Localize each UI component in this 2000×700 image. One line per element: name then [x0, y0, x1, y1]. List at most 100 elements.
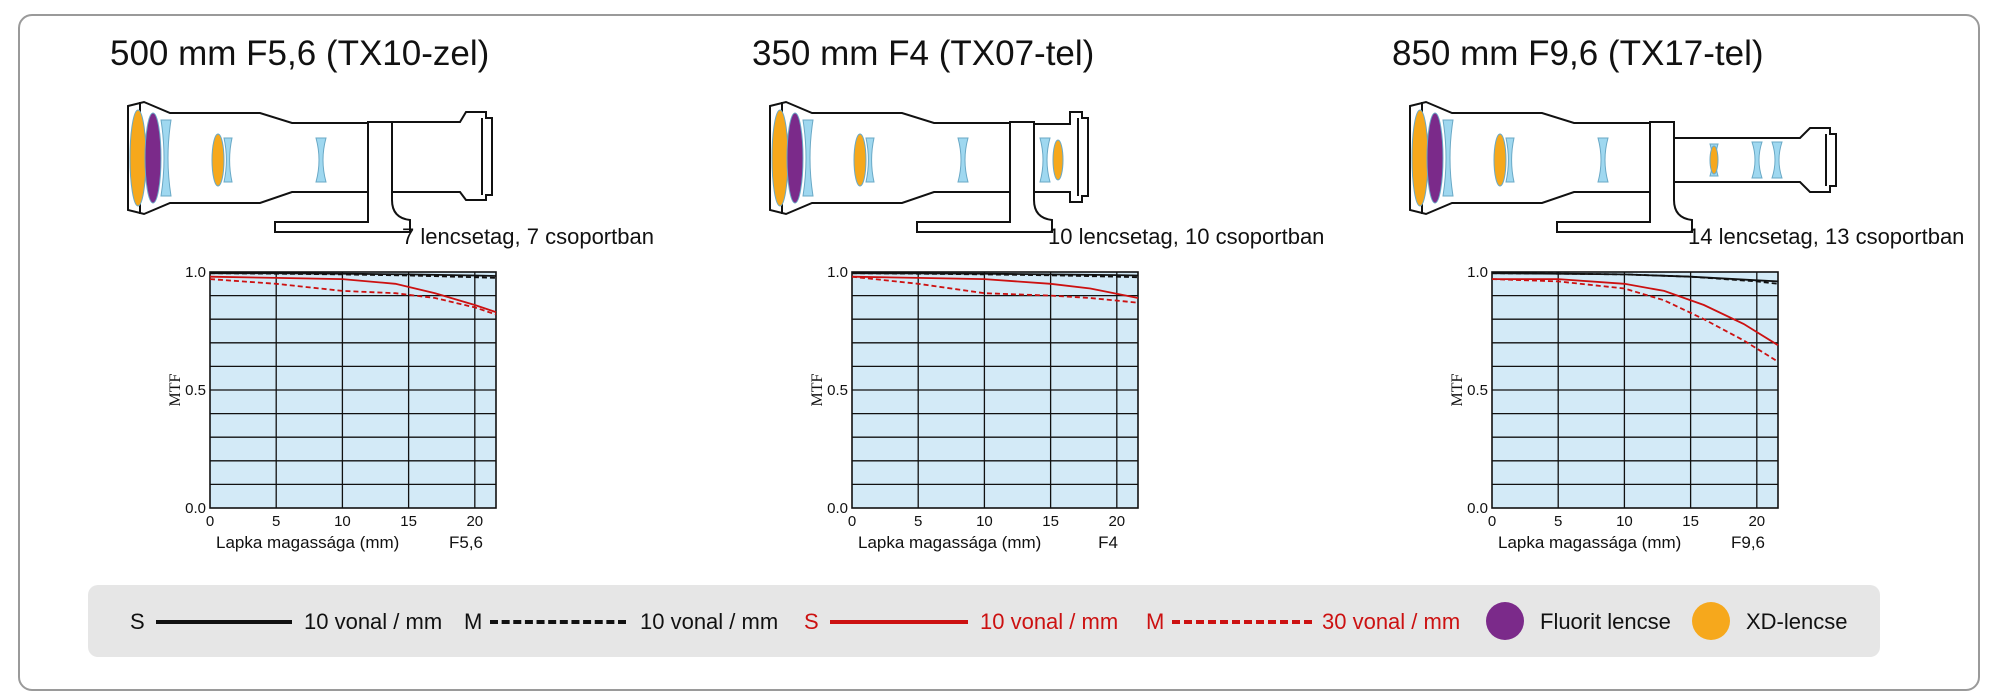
xd-lens-element	[1709, 145, 1719, 175]
x-tick-label: 10	[976, 513, 993, 530]
lens-diagram	[769, 100, 1089, 233]
x-tick-label: 20	[1748, 513, 1765, 530]
legend-s-red-label: 10 vonal / mm	[980, 609, 1119, 634]
glass-element	[1597, 137, 1609, 183]
y-tick-label: 1.0	[1467, 264, 1488, 281]
fluorite-lens-element	[144, 112, 162, 204]
legend-m-black-label: 10 vonal / mm	[640, 609, 779, 634]
y-tick-label: 0.0	[1467, 500, 1488, 517]
lens-panel-2: 350 mm F4 (TX07-tel) 10 lencsetag, 10 cs…	[752, 0, 1392, 580]
mtf-series-line	[210, 272, 497, 277]
glass-element	[1771, 141, 1783, 179]
teleconverter-body	[391, 111, 493, 201]
aperture-label: F4	[1098, 533, 1118, 552]
legend-s-red-prefix: S	[804, 609, 819, 634]
aperture-label: F5,6	[449, 533, 483, 552]
legend-s-black-label: 10 vonal / mm	[304, 609, 443, 634]
x-tick-label: 15	[400, 513, 417, 530]
x-axis-label: Lapka magassága (mm)	[858, 533, 1041, 552]
figure-frame	[18, 14, 1980, 691]
lens-panel-3: 850 mm F9,6 (TX17-tel) 14 lencsetag, 13 …	[1392, 0, 2000, 580]
glass-element	[802, 119, 814, 197]
legend-m-black-prefix: M	[464, 609, 483, 634]
x-tick-label: 5	[1554, 513, 1562, 530]
glass-element	[1751, 141, 1763, 179]
mtf-series-line	[209, 275, 497, 313]
x-tick-label: 0	[848, 513, 856, 530]
plot-border	[1491, 271, 1779, 509]
x-tick-label: 0	[206, 513, 214, 530]
mtf-series-line	[1491, 272, 1779, 283]
tripod-foot	[1556, 121, 1693, 233]
mtf-series-line	[1491, 272, 1779, 285]
glass-element	[1505, 137, 1515, 183]
mtf-series-line	[851, 275, 1139, 299]
glass-element	[315, 137, 327, 183]
y-tick-label: 0.0	[827, 500, 848, 517]
mtf-series-line	[1492, 278, 1779, 346]
y-axis-label: MTF	[809, 373, 826, 406]
tripod-foot	[274, 121, 411, 233]
x-tick-label: 5	[914, 513, 922, 530]
x-tick-label: 10	[334, 513, 351, 530]
lens-diagram	[1409, 100, 1837, 233]
mtf-series-line	[851, 272, 1139, 277]
fluorite-lens-element	[786, 112, 804, 204]
aperture-label: F9,6	[1731, 533, 1765, 552]
mtf-series-line	[851, 272, 1139, 279]
legend-m-red-prefix: M	[1146, 609, 1165, 634]
legend: S 10 vonal / mm M 10 vonal / mm S 10 von…	[88, 585, 1880, 657]
elements-count: 10 lencsetag, 10 csoportban	[1048, 224, 1325, 249]
lens-title: 500 mm F5,6 (TX10-zel)	[110, 34, 490, 73]
plot-border	[209, 271, 497, 509]
glass-element	[1039, 137, 1051, 183]
lens-title: 850 mm F9,6 (TX17-tel)	[1392, 34, 1764, 73]
y-axis-label: MTF	[1449, 373, 1466, 406]
y-tick-label: 0.5	[185, 382, 206, 399]
glass-element	[160, 119, 172, 197]
glass-element	[223, 137, 233, 183]
x-tick-label: 10	[1616, 513, 1633, 530]
y-tick-label: 0.0	[185, 500, 206, 517]
legend-dashed-red-line	[1172, 620, 1312, 624]
legend-fluorite-label: Fluorit lencse	[1540, 609, 1671, 634]
legend-s-black-prefix: S	[130, 609, 145, 634]
legend-solid-black-line	[156, 620, 292, 624]
x-tick-label: 20	[466, 513, 483, 530]
mtf-series-line	[1491, 278, 1779, 363]
glass-element	[865, 137, 875, 183]
fluorite-lens-icon	[1486, 602, 1524, 640]
xd-lens-element	[1052, 139, 1064, 181]
lens-diagram	[127, 100, 493, 233]
elements-count: 7 lencsetag, 7 csoportban	[402, 224, 654, 249]
y-tick-label: 1.0	[185, 264, 206, 281]
xd-lens-icon	[1692, 602, 1730, 640]
glass-element	[957, 137, 969, 183]
y-axis-label: MTF	[167, 373, 184, 406]
x-axis-label: Lapka magassága (mm)	[216, 533, 399, 552]
x-tick-label: 15	[1042, 513, 1059, 530]
mtf-series-line	[209, 278, 497, 316]
lens-panel-1: 500 mm F5,6 (TX10-zel) 7 lencsetag, 7 cs…	[110, 0, 750, 580]
xd-lens-element	[1493, 133, 1507, 187]
xd-lens-element	[211, 133, 225, 187]
lens-title: 350 mm F4 (TX07-tel)	[752, 34, 1095, 73]
y-tick-label: 0.5	[827, 382, 848, 399]
glass-element	[1442, 119, 1454, 197]
legend-dashed-black-line	[490, 620, 626, 624]
x-tick-label: 0	[1488, 513, 1496, 530]
elements-count: 14 lencsetag, 13 csoportban	[1688, 224, 1965, 249]
xd-lens-element	[853, 133, 867, 187]
x-axis-label: Lapka magassága (mm)	[1498, 533, 1681, 552]
x-tick-label: 20	[1108, 513, 1125, 530]
plot-border	[851, 271, 1139, 509]
legend-solid-red-line	[830, 620, 968, 624]
y-tick-label: 1.0	[827, 264, 848, 281]
tripod-foot	[916, 121, 1053, 233]
legend-xd-label: XD-lencse	[1746, 609, 1848, 634]
x-tick-label: 15	[1682, 513, 1699, 530]
x-tick-label: 5	[272, 513, 280, 530]
legend-m-red-label: 30 vonal / mm	[1322, 609, 1461, 634]
